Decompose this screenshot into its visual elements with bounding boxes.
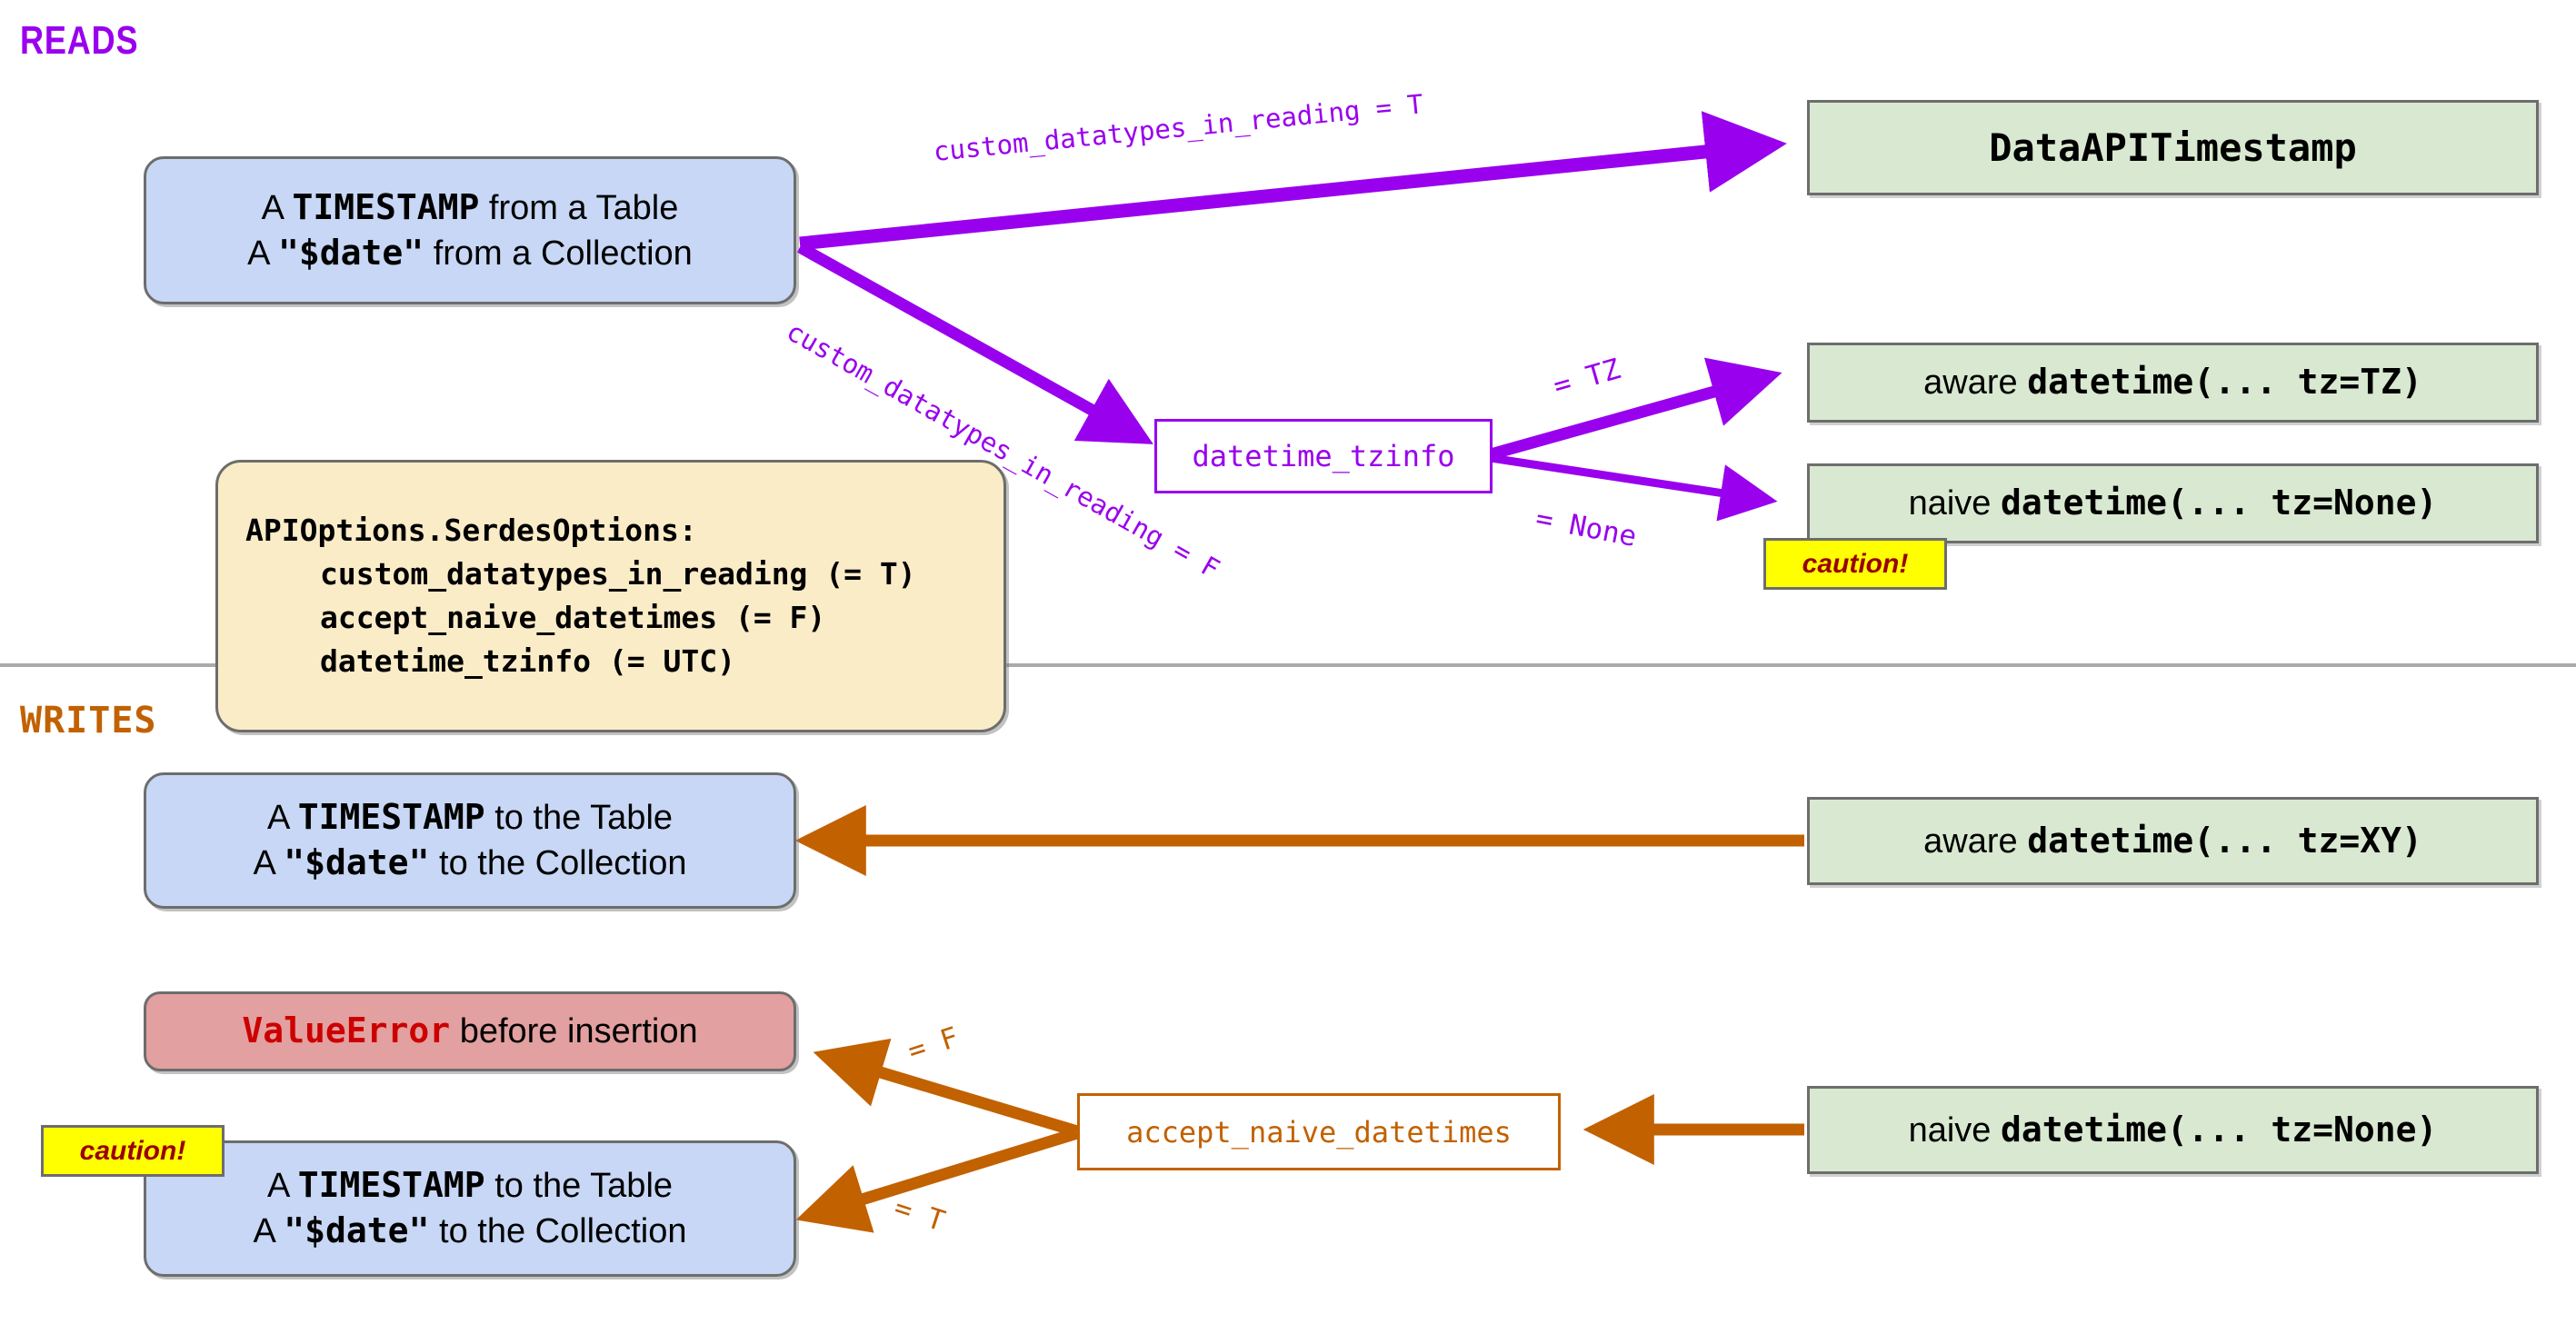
edge-tzinfo-to-naive (1490, 453, 1778, 522)
api-options-line-0: custom_datatypes_in_reading (= T) (320, 556, 916, 592)
writes-target-line-2: A "$date" to the Collection (253, 841, 686, 886)
edge-label-accept-false-text: = F (904, 1020, 963, 1069)
writes-target-line1-suffix: to the Table (484, 799, 674, 838)
writes-target-line2-keyword: "$date" (284, 842, 430, 882)
writes-section-header: WRITES (20, 700, 157, 742)
writes-target-line-1: A TIMESTAMP to the Table (267, 795, 673, 841)
writes-timestamp-target-box: A TIMESTAMP to the Table A "$date" to th… (144, 772, 796, 909)
naive-datetime-write-code: datetime(... tz=None) (2000, 1109, 2438, 1150)
aware-datetime-write-text: aware datetime(... tz=XY) (1923, 819, 2422, 864)
section-divider (0, 663, 2576, 667)
writes-naive-target-line-1: A TIMESTAMP to the Table (267, 1163, 673, 1209)
api-options-title: APIOptions.SerdesOptions: (245, 513, 697, 549)
writes-naive-line1-keyword: TIMESTAMP (297, 1165, 485, 1206)
reads-source-line1-prefix: A (261, 188, 293, 227)
caution-badge-writes: caution! (41, 1125, 225, 1177)
caution-badge-reads-label: caution! (1802, 548, 1909, 579)
aware-datetime-write-prefix: aware (1923, 821, 2028, 861)
data-api-timestamp-label: DataAPITimestamp (1989, 124, 2357, 170)
edge-accept-true-to-table (795, 1127, 1079, 1233)
naive-datetime-read-text: naive datetime(... tz=None) (1909, 481, 2438, 526)
reads-source-line-2: A "$date" from a Collection (247, 231, 693, 276)
accept-naive-datetimes-switch[interactable]: accept_naive_datetimes (1077, 1093, 1561, 1170)
value-error-text: ValueError before insertion (242, 1009, 697, 1054)
edge-label-custom-datatypes-true: custom_datatypes_in_reading = T (932, 88, 1424, 167)
naive-datetime-read-box: naive datetime(... tz=None) (1807, 463, 2539, 543)
aware-datetime-read-prefix: aware (1923, 363, 2028, 403)
datetime-tzinfo-switch[interactable]: datetime_tzinfo (1154, 419, 1493, 493)
writes-naive-line2-prefix: A (253, 1212, 285, 1250)
naive-datetime-read-prefix: naive (1908, 484, 2001, 523)
reads-source-line1-keyword: TIMESTAMP (292, 186, 480, 227)
writes-target-line2-suffix: to the Collection (429, 844, 687, 882)
reads-section-header: READS (20, 18, 139, 63)
naive-datetime-write-box: naive datetime(... tz=None) (1807, 1086, 2539, 1174)
reads-source-line-1: A TIMESTAMP from a Table (262, 185, 679, 231)
naive-datetime-write-prefix: naive (1908, 1110, 2001, 1150)
writes-naive-line2-keyword: "$date" (284, 1210, 430, 1250)
value-error-box: ValueError before insertion (144, 991, 796, 1071)
edge-label-accept-false: = F (904, 1021, 962, 1069)
naive-datetime-write-text: naive datetime(... tz=None) (1909, 1108, 2438, 1153)
api-options-line-2: datetime_tzinfo (= UTC) (320, 642, 735, 679)
reads-source-line2-suffix: from a Collection (424, 234, 693, 273)
edge-label-accept-true: = T (890, 1191, 948, 1239)
edge-label-tz-branch-text: = TZ (1550, 353, 1624, 403)
data-api-timestamp-box: DataAPITimestamp (1807, 100, 2539, 195)
caution-badge-reads: caution! (1763, 538, 1947, 590)
writes-naive-line2-suffix: to the Collection (429, 1212, 687, 1250)
writes-naive-line1-prefix: A (266, 1167, 298, 1206)
value-error-suffix: before insertion (450, 1012, 698, 1051)
edge-label-none-branch: = None (1533, 502, 1640, 553)
edge-accept-false-to-error (813, 1038, 1079, 1138)
aware-datetime-read-code: datetime(... tz=TZ) (2027, 362, 2422, 403)
aware-datetime-read-box: aware datetime(... tz=TZ) (1807, 343, 2539, 423)
edge-label-custom-datatypes-true-text: custom_datatypes_in_reading = T (932, 88, 1425, 167)
datetime-tzinfo-label: datetime_tzinfo (1192, 439, 1455, 473)
reads-source-line2-keyword: "$date" (277, 232, 424, 273)
writes-naive-target-line-2: A "$date" to the Collection (253, 1209, 686, 1254)
edge-label-accept-true-text: = T (890, 1190, 949, 1239)
edge-label-none-branch-text: = None (1533, 502, 1640, 554)
edge-source-to-tzinfo (796, 242, 1153, 444)
naive-datetime-read-code: datetime(... tz=None) (2000, 483, 2438, 523)
reads-source-box: A TIMESTAMP from a Table A "$date" from … (144, 156, 796, 304)
value-error-keyword: ValueError (242, 1010, 451, 1051)
edge-tzinfo-to-aware (1489, 357, 1782, 461)
aware-datetime-write-code: datetime(... tz=XY) (2027, 820, 2422, 861)
reads-source-line2-prefix: A (247, 234, 278, 273)
writes-naive-line1-suffix: to the Table (484, 1167, 674, 1206)
writes-target-line2-prefix: A (253, 844, 285, 882)
api-options-line-1: accept_naive_datetimes (= F) (320, 600, 826, 635)
api-options-box: APIOptions.SerdesOptions: custom_datatyp… (215, 460, 1006, 732)
writes-target-line1-prefix: A (266, 799, 298, 838)
writes-naive-target-box: A TIMESTAMP to the Table A "$date" to th… (144, 1140, 796, 1277)
accept-naive-datetimes-label: accept_naive_datetimes (1126, 1114, 1512, 1150)
caution-badge-writes-label: caution! (79, 1135, 186, 1166)
writes-target-line1-keyword: TIMESTAMP (297, 797, 485, 838)
reads-source-line1-suffix: from a Table (479, 188, 679, 227)
edge-label-tz-branch: = TZ (1550, 353, 1624, 403)
aware-datetime-read-text: aware datetime(... tz=TZ) (1923, 360, 2422, 405)
aware-datetime-write-box: aware datetime(... tz=XY) (1807, 797, 2539, 885)
